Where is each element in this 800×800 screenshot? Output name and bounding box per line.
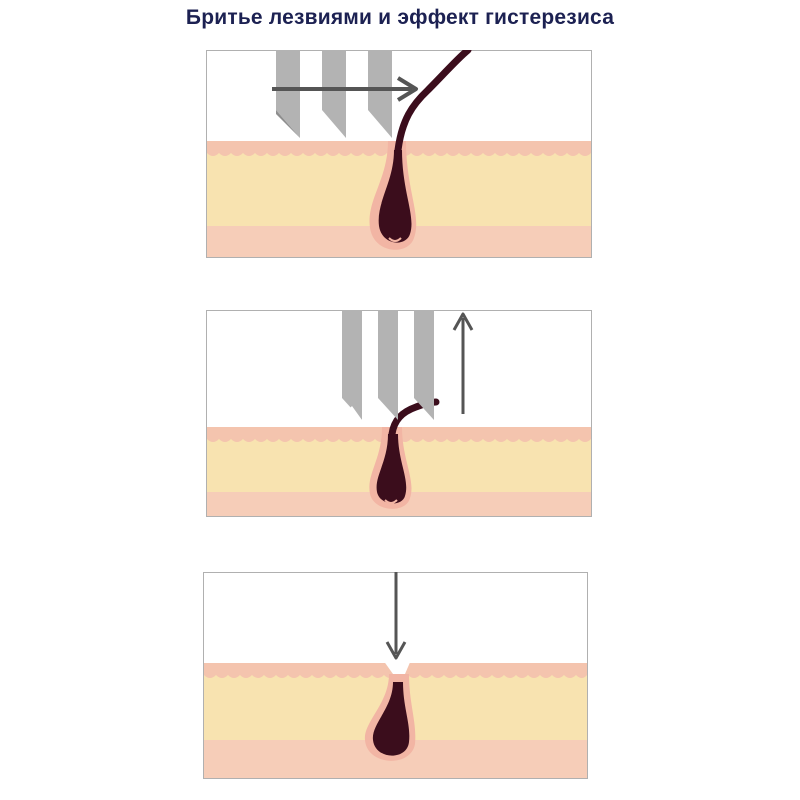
panel-1-shaving-stroke [206,50,592,258]
arrow-up-icon [452,312,474,414]
hair-follicle [369,141,417,250]
page-title: Бритье лезвиями и эффект гистерезиса [185,6,615,29]
razor-blades [342,310,434,420]
arrow-down-icon [385,572,407,660]
arrow-right-icon [272,76,418,102]
hair-shaft [394,50,472,154]
panel-3-hair-retraction [203,572,588,779]
razor-blades [276,50,392,138]
hair-follicle [369,427,412,509]
hair-follicle [364,674,416,761]
razor-blade-edges [350,406,362,422]
panel-2-blade-lift [206,310,592,517]
